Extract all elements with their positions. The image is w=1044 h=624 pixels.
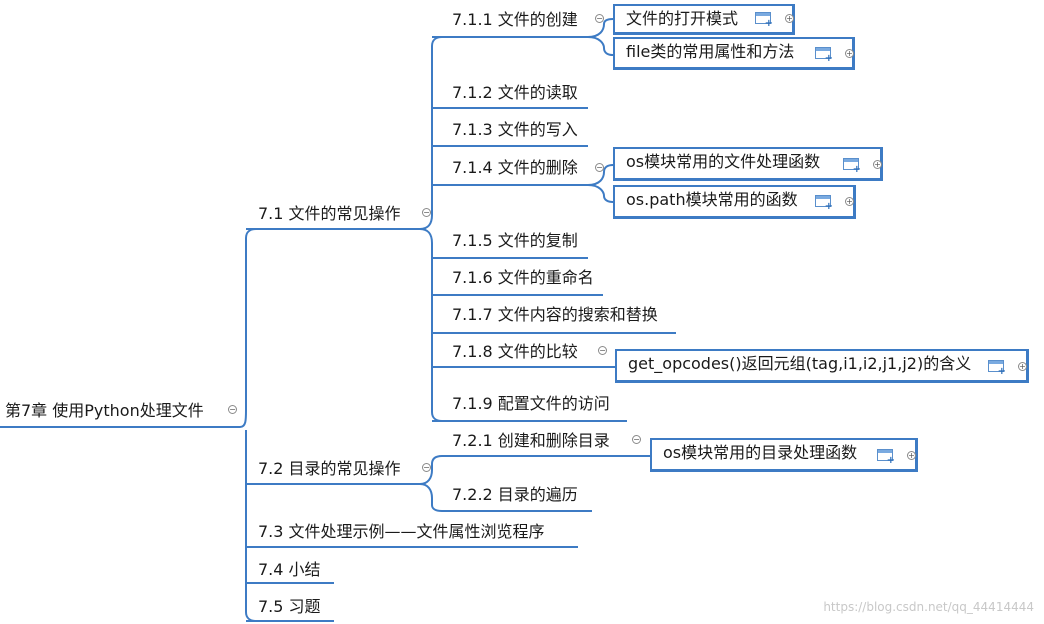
note-label: file类的常用属性和方法 bbox=[626, 42, 795, 61]
note-table-icon[interactable] bbox=[843, 158, 861, 175]
subsection-7-1-9[interactable]: 7.1.9 配置文件的访问 bbox=[452, 394, 610, 413]
section-7-5[interactable]: 7.5 习题 bbox=[258, 597, 321, 616]
expand-plus-icon[interactable]: + bbox=[845, 49, 854, 58]
section-7-4[interactable]: 7.4 小结 bbox=[258, 560, 321, 579]
note-label: get_opcodes()返回元组(tag,i1,i2,j1,j2)的含义 bbox=[628, 354, 972, 373]
subsection-7-1-2[interactable]: 7.1.2 文件的读取 bbox=[452, 83, 578, 102]
subsection-7-1-7[interactable]: 7.1.7 文件内容的搜索和替换 bbox=[452, 305, 658, 324]
collapse-minus-icon[interactable]: − bbox=[422, 463, 431, 472]
note-table-icon[interactable] bbox=[815, 195, 833, 212]
section-7-3[interactable]: 7.3 文件处理示例——文件属性浏览程序 bbox=[258, 522, 545, 541]
expand-plus-icon[interactable]: + bbox=[1018, 362, 1027, 371]
note-label: 文件的打开模式 bbox=[626, 9, 739, 28]
subsection-7-1-1[interactable]: 7.1.1 文件的创建 bbox=[452, 10, 578, 29]
section-7-1[interactable]: 7.1 文件的常见操作 bbox=[258, 204, 401, 223]
note-box[interactable]: os模块常用的文件处理函数 bbox=[613, 147, 883, 181]
expand-plus-icon[interactable]: + bbox=[785, 14, 794, 23]
note-table-icon[interactable] bbox=[877, 449, 895, 466]
subsection-7-2-1[interactable]: 7.2.1 创建和删除目录 bbox=[452, 431, 610, 450]
note-box[interactable]: 文件的打开模式 bbox=[613, 4, 795, 35]
root-topic[interactable]: 第7章 使用Python处理文件 bbox=[5, 401, 204, 420]
collapse-minus-icon[interactable]: − bbox=[595, 163, 604, 172]
collapse-minus-icon[interactable]: − bbox=[598, 346, 607, 355]
note-label: os模块常用的目录处理函数 bbox=[663, 443, 858, 462]
note-label: os模块常用的文件处理函数 bbox=[626, 152, 821, 171]
expand-plus-icon[interactable]: + bbox=[907, 451, 916, 460]
note-table-icon[interactable] bbox=[755, 12, 773, 29]
collapse-minus-icon[interactable]: − bbox=[632, 435, 641, 444]
subsection-7-1-8[interactable]: 7.1.8 文件的比较 bbox=[452, 342, 578, 361]
note-table-icon[interactable] bbox=[988, 360, 1006, 377]
subsection-7-1-3[interactable]: 7.1.3 文件的写入 bbox=[452, 120, 578, 139]
subsection-7-1-5[interactable]: 7.1.5 文件的复制 bbox=[452, 231, 578, 250]
collapse-minus-icon[interactable]: − bbox=[228, 405, 237, 414]
expand-plus-icon[interactable]: + bbox=[873, 160, 882, 169]
note-table-icon[interactable] bbox=[815, 47, 833, 64]
watermark: https://blog.csdn.net/qq_44414444 bbox=[823, 600, 1034, 614]
note-box[interactable]: os模块常用的目录处理函数 bbox=[650, 438, 918, 472]
expand-plus-icon[interactable]: + bbox=[845, 197, 854, 206]
section-7-2[interactable]: 7.2 目录的常见操作 bbox=[258, 459, 401, 478]
subsection-7-1-6[interactable]: 7.1.6 文件的重命名 bbox=[452, 268, 594, 287]
collapse-minus-icon[interactable]: − bbox=[595, 14, 604, 23]
subsection-7-2-2[interactable]: 7.2.2 目录的遍历 bbox=[452, 485, 578, 504]
collapse-minus-icon[interactable]: − bbox=[422, 208, 431, 217]
subsection-7-1-4[interactable]: 7.1.4 文件的删除 bbox=[452, 158, 578, 177]
note-box[interactable]: get_opcodes()返回元组(tag,i1,i2,j1,j2)的含义 bbox=[615, 349, 1029, 383]
note-label: os.path模块常用的函数 bbox=[626, 190, 798, 209]
